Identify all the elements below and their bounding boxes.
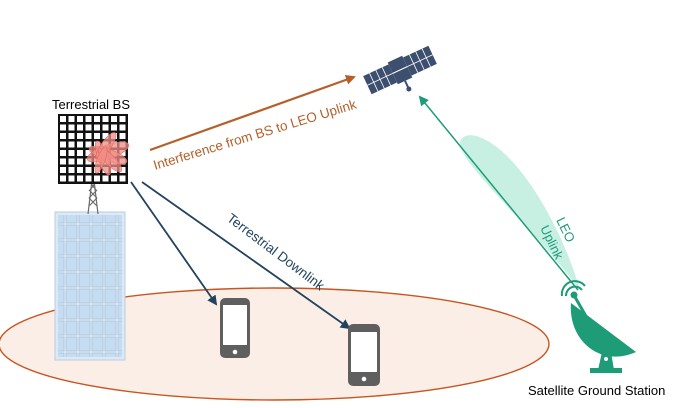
antenna-element xyxy=(85,124,92,131)
building-icon xyxy=(54,211,126,361)
satellite-dish-icon xyxy=(560,280,636,373)
ground-station-label: Satellite Ground Station xyxy=(528,383,665,398)
antenna-element xyxy=(119,133,126,139)
antenna-element xyxy=(60,124,66,131)
downlink-arrow-2 xyxy=(141,181,351,330)
terrestrial-bs-label: Terrestrial BS xyxy=(52,97,130,112)
antenna-element xyxy=(111,116,117,122)
antenna-element xyxy=(85,141,92,148)
interference-label: Interference from BS to LEO Uplink xyxy=(151,97,358,173)
antenna-element xyxy=(68,133,75,139)
antenna-element xyxy=(77,133,83,139)
antenna-element xyxy=(111,167,117,173)
leo-uplink-beam xyxy=(460,135,580,290)
downlink-arrow-1 xyxy=(130,181,218,306)
antenna-element xyxy=(102,124,109,131)
antenna-element xyxy=(85,175,92,182)
antenna-element xyxy=(60,133,66,139)
antenna-element xyxy=(85,133,92,139)
antenna-element xyxy=(77,150,83,156)
antenna-element xyxy=(119,116,126,122)
antenna-element xyxy=(119,167,126,173)
satellite-icon xyxy=(363,45,437,95)
antenna-element xyxy=(77,175,83,182)
antenna-element xyxy=(94,175,100,182)
antenna-element xyxy=(77,116,83,122)
antenna-element xyxy=(68,158,75,165)
antenna-element xyxy=(94,124,100,131)
coverage-area xyxy=(0,287,550,401)
antenna-element xyxy=(60,167,66,173)
antenna-element xyxy=(68,167,75,173)
antenna-element xyxy=(68,116,75,122)
antenna-element xyxy=(111,124,117,131)
antenna-element xyxy=(77,141,83,148)
antenna-element xyxy=(77,158,83,165)
antenna-element xyxy=(94,133,100,139)
antenna-element xyxy=(60,141,66,148)
antenna-element xyxy=(85,150,92,156)
antenna-element xyxy=(77,124,83,131)
interference-arrow xyxy=(149,74,356,152)
leo-uplink-arrow xyxy=(418,95,579,291)
antenna-element xyxy=(60,116,66,122)
phone-icon xyxy=(220,298,250,358)
antenna-element xyxy=(77,167,83,173)
antenna-element xyxy=(119,150,126,156)
antenna-element xyxy=(85,167,92,173)
antenna-element xyxy=(68,150,75,156)
antenna-element xyxy=(85,116,92,122)
antenna-element xyxy=(85,158,92,165)
phone-icon xyxy=(348,324,380,386)
antenna-element xyxy=(102,133,109,139)
antenna-element xyxy=(119,175,126,182)
bs-beam-icon xyxy=(86,132,130,176)
antenna-element xyxy=(102,175,109,182)
antenna-element xyxy=(68,175,75,182)
antenna-element xyxy=(60,175,66,182)
antenna-element xyxy=(119,124,126,131)
antenna-element xyxy=(68,124,75,131)
antenna-element xyxy=(60,150,66,156)
antenna-element xyxy=(68,141,75,148)
antenna-element xyxy=(94,116,100,122)
antenna-element xyxy=(111,175,117,182)
antenna-element xyxy=(102,116,109,122)
antenna-element xyxy=(60,158,66,165)
